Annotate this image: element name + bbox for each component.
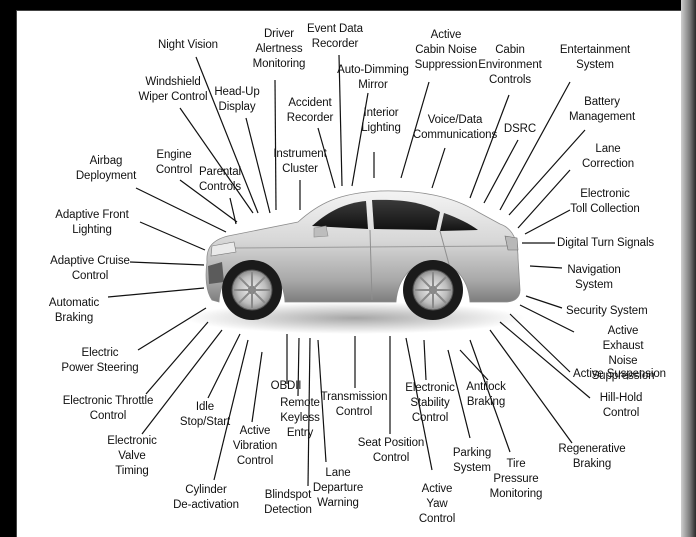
leader-electronic-stability xyxy=(424,340,426,380)
label-active-cabin-noise: Active Cabin Noise Suppression xyxy=(415,28,478,73)
label-lane-correction: Lane Correction xyxy=(582,142,634,172)
label-windshield-wiper: Windshield Wiper Control xyxy=(139,75,208,105)
label-tire-pressure: Tire Pressure Monitoring xyxy=(490,457,543,502)
leader-hill-hold xyxy=(500,322,590,398)
label-electronic-stability: Electronic Stability Control xyxy=(405,381,455,426)
leader-throttle xyxy=(146,322,208,394)
label-adaptive-cruise: Adaptive Cruise Control xyxy=(50,254,130,284)
label-cylinder-deactivation: Cylinder De-activation xyxy=(173,483,239,513)
label-digital-turn-signals: Digital Turn Signals xyxy=(557,236,654,251)
label-electronic-valve-timing: Electronic Valve Timing xyxy=(107,434,157,479)
leader-electric-steering xyxy=(138,308,206,350)
label-obdii: OBDII xyxy=(271,379,302,394)
leader-adaptive-front xyxy=(140,222,205,250)
label-engine-control: Engine Control xyxy=(156,148,192,178)
leader-adaptive-cruise xyxy=(130,262,204,265)
label-dsrc: DSRC xyxy=(504,122,536,137)
label-navigation-system: Navigation System xyxy=(567,263,620,293)
label-night-vision: Night Vision xyxy=(158,38,218,53)
label-active-yaw: Active Yaw Control xyxy=(419,482,455,527)
label-blindspot-detection: Blindspot Detection xyxy=(264,488,312,518)
label-seat-position: Seat Position Control xyxy=(358,436,424,466)
label-parking-system: Parking System xyxy=(453,446,491,476)
label-electric-power-steering: Electric Power Steering xyxy=(61,346,138,376)
label-lane-departure: Lane Departure Warning xyxy=(313,466,363,511)
leader-active-suspension xyxy=(510,314,570,372)
leader-parental-controls xyxy=(230,198,236,224)
label-airbag-deployment: Airbag Deployment xyxy=(76,154,136,184)
label-hill-hold: Hill-Hold Control xyxy=(600,391,643,421)
label-head-up-display: Head-Up Display xyxy=(214,85,259,115)
leader-voice-data xyxy=(432,148,445,188)
label-adaptive-front-lighting: Adaptive Front Lighting xyxy=(55,208,128,238)
label-interior-lighting: Interior Lighting xyxy=(361,106,400,136)
label-cabin-environment: Cabin Environment Controls xyxy=(478,43,541,88)
label-instrument-cluster: Instrument Cluster xyxy=(273,147,326,177)
label-battery-management: Battery Management xyxy=(569,95,635,125)
leader-cabin-env xyxy=(470,95,509,198)
leader-entertainment xyxy=(500,82,570,210)
label-regenerative-braking: Regenerative Braking xyxy=(558,442,625,472)
leader-active-vibration xyxy=(252,352,262,422)
leader-navigation xyxy=(530,266,562,268)
leader-driver-alertness xyxy=(275,80,276,210)
leader-automatic-braking xyxy=(108,288,204,297)
leader-electronic-toll xyxy=(525,210,570,234)
label-electronic-throttle: Electronic Throttle Control xyxy=(63,394,154,424)
leader-antilock xyxy=(460,350,488,380)
label-auto-dimming-mirror: Auto-Dimming Mirror xyxy=(337,63,409,93)
label-event-data-recorder: Event Data Recorder xyxy=(307,22,363,52)
label-active-suspension: Active Suspension xyxy=(573,367,666,382)
label-idle-stop-start: Idle Stop/Start xyxy=(180,400,230,430)
leader-head-up xyxy=(246,118,270,213)
label-voice-data: Voice/Data Communications xyxy=(413,113,497,143)
leader-lane-correction xyxy=(518,170,570,228)
leader-security xyxy=(526,296,562,308)
label-antilock-braking: Antilock Braking xyxy=(466,380,505,410)
label-remote-keyless-entry: Remote Keyless Entry xyxy=(280,396,320,441)
leader-idle-stop xyxy=(208,334,240,398)
leader-dsrc xyxy=(484,140,518,203)
label-driver-alertness: Driver Alertness Monitoring xyxy=(253,27,306,72)
label-transmission-control: Transmission Control xyxy=(321,390,388,420)
label-automatic-braking: Automatic Braking xyxy=(49,296,99,326)
label-security-system: Security System xyxy=(566,304,648,319)
label-accident-recorder: Accident Recorder xyxy=(287,96,334,126)
label-entertainment-system: Entertainment System xyxy=(560,43,630,73)
label-active-vibration: Active Vibration Control xyxy=(233,424,277,469)
label-electronic-toll: Electronic Toll Collection xyxy=(570,187,639,217)
label-parental-controls: Parental Controls xyxy=(199,165,241,195)
